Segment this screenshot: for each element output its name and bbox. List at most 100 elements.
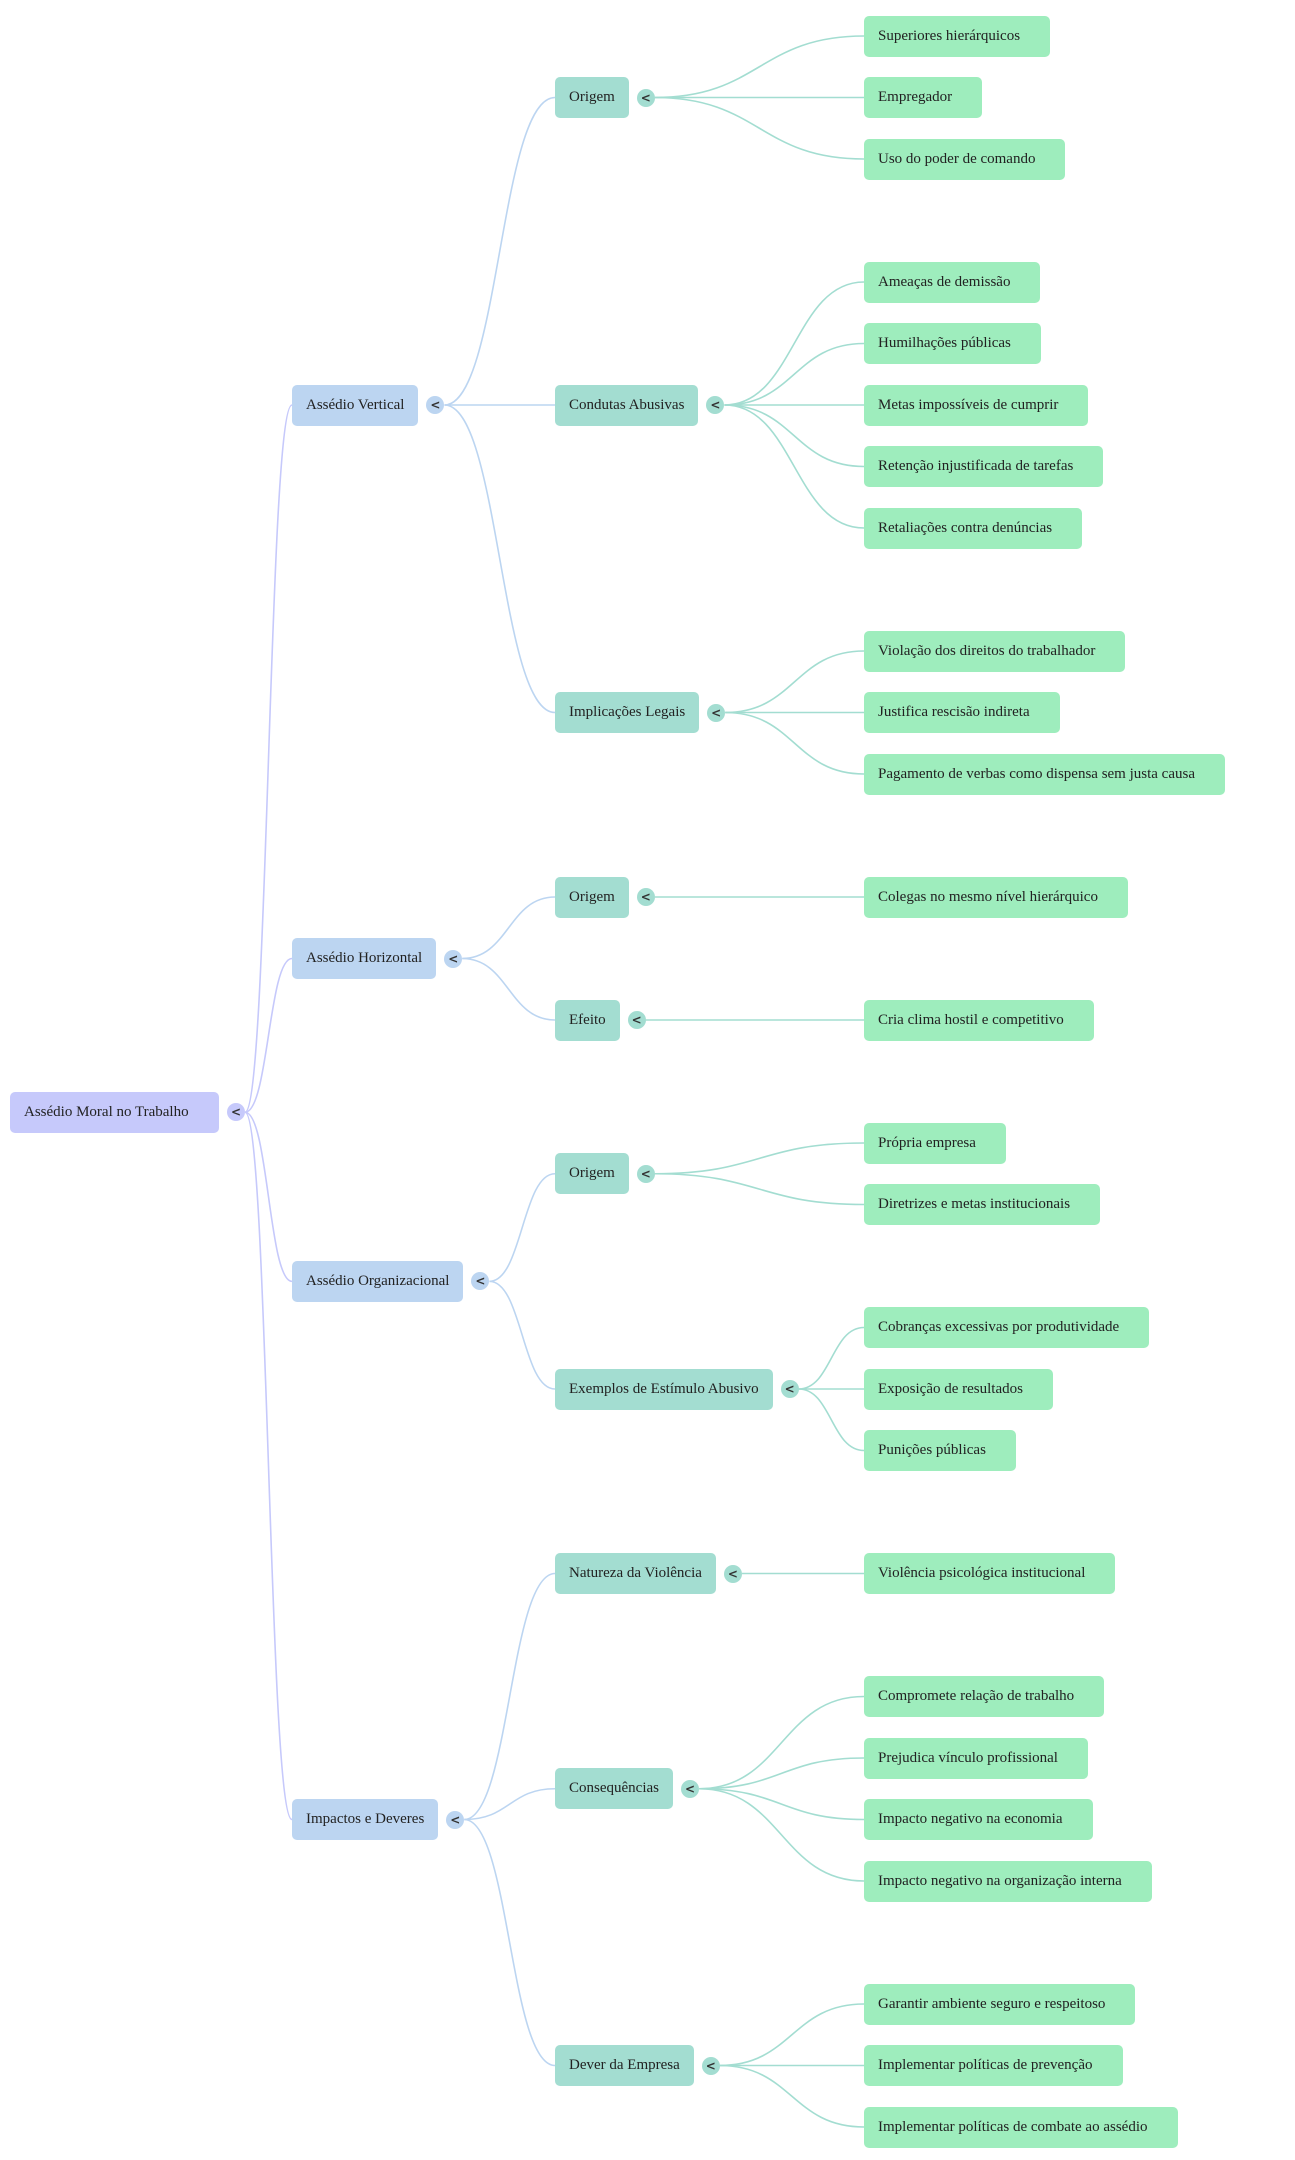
leaf-node-label: Justifica rescisão indireta	[878, 704, 1030, 720]
branch-node[interactable]: Assédio Horizontal	[292, 938, 437, 979]
leaf-node[interactable]: Cobranças excessivas por produtividade	[864, 1307, 1150, 1348]
link-topic-to-leaf	[724, 281, 865, 406]
link-branch-to-topic	[464, 1572, 556, 1821]
link-root-to-branch	[244, 404, 293, 1114]
leaf-node[interactable]: Violação dos direitos do trabalhador	[864, 630, 1126, 672]
link-topic-to-leaf	[719, 2003, 865, 2067]
link-topic-to-leaf	[725, 650, 865, 714]
link-topic-to-leaf	[698, 1695, 865, 1790]
branch-node[interactable]: Impactos e Deveres	[292, 1799, 439, 1840]
topic-node[interactable]: Efeito	[555, 999, 620, 1041]
topic-node-label: Origem	[569, 89, 615, 105]
link-topic-to-leaf	[654, 1142, 865, 1175]
leaf-node[interactable]: Compromete relação de trabalho	[864, 1676, 1105, 1717]
root-node-label: Assédio Moral no Trabalho	[24, 1103, 189, 1120]
leaf-node[interactable]: Própria empresa	[864, 1122, 1006, 1164]
link-topic-to-leaf	[698, 1757, 865, 1790]
leaf-node[interactable]: Ameaças de demissão	[864, 261, 1041, 303]
topic-node[interactable]: Dever da Empresa	[555, 2045, 694, 2086]
branch-node[interactable]: Assédio Organizacional	[292, 1260, 464, 1302]
branch-node[interactable]: Assédio Vertical	[292, 384, 419, 426]
leaf-node[interactable]: Colegas no mesmo nível hierárquico	[864, 876, 1128, 918]
topic-node[interactable]: Consequências	[555, 1768, 673, 1810]
branch-node-label: Assédio Horizontal	[306, 950, 423, 966]
leaf-node[interactable]: Implementar políticas de prevenção	[864, 2045, 1123, 2086]
leaf-node-label: Uso do poder de comando	[878, 150, 1036, 167]
link-topic-to-leaf	[698, 1787, 865, 1821]
leaf-node[interactable]: Uso do poder de comando	[864, 138, 1066, 180]
leaf-node[interactable]: Empregador	[864, 77, 983, 118]
topic-collapse-toggle[interactable]: <	[707, 703, 726, 722]
link-branch-to-topic	[489, 1280, 556, 1390]
leaf-node-label: Colegas no mesmo nível hierárquico	[878, 888, 1098, 905]
leaf-node[interactable]: Pagamento de verbas como dispensa sem ju…	[864, 753, 1225, 795]
leaf-node-label: Prejudica vínculo profissional	[878, 1749, 1058, 1766]
leaf-node-label: Impacto negativo na economia	[878, 1811, 1063, 1827]
leaf-node[interactable]: Metas impossíveis de cumprir	[864, 384, 1089, 426]
topic-node[interactable]: Condutas Abusivas	[555, 384, 699, 426]
topic-node[interactable]: Natureza da Violência	[555, 1553, 716, 1594]
link-branch-to-topic	[444, 96, 556, 406]
root-collapse-toggle[interactable]: <	[227, 1103, 245, 1122]
topic-collapse-toggle[interactable]: <	[636, 88, 655, 107]
leaf-node-label: Implementar políticas de combate ao assé…	[878, 2118, 1148, 2135]
link-topic-to-leaf	[654, 1172, 865, 1206]
leaf-node[interactable]: Violência psicológica institucional	[864, 1553, 1116, 1594]
topic-node-label: Condutas Abusivas	[569, 396, 685, 413]
topic-node[interactable]: Exemplos de Estímulo Abusivo	[555, 1368, 773, 1410]
leaf-node[interactable]: Punições públicas	[864, 1430, 1016, 1471]
leaf-node[interactable]: Justifica rescisão indireta	[864, 692, 1060, 733]
topic-node[interactable]: Origem	[555, 77, 629, 118]
topic-collapse-toggle[interactable]: <	[723, 1564, 742, 1583]
topic-node-label: Consequências	[569, 1780, 659, 1797]
topic-collapse-toggle[interactable]: <	[701, 2056, 720, 2075]
leaf-node[interactable]: Cria clima hostil e competitivo	[864, 999, 1094, 1041]
leaf-node-label: Garantir ambiente seguro e respeitoso	[878, 1995, 1106, 2012]
branch-collapse-toggle[interactable]: <	[471, 1272, 490, 1291]
leaf-node[interactable]: Superiores hierárquicos	[864, 15, 1051, 57]
leaf-node[interactable]: Prejudica vínculo profissional	[864, 1737, 1088, 1779]
topic-node[interactable]: Origem	[555, 1153, 629, 1195]
topic-node-label: Origem	[569, 888, 615, 905]
topic-node-label: Dever da Empresa	[569, 2057, 680, 2073]
leaf-node-label: Violência psicológica institucional	[878, 1565, 1086, 1581]
leaf-node[interactable]: Impacto negativo na organização interna	[864, 1860, 1152, 1902]
root-node[interactable]: Assédio Moral no Trabalho	[10, 1091, 219, 1133]
leaf-node[interactable]: Retaliações contra denúncias	[864, 507, 1083, 549]
leaf-node[interactable]: Impacto negativo na economia	[864, 1799, 1093, 1840]
leaf-node-label: Humilhações públicas	[878, 335, 1011, 351]
link-root-to-branch	[244, 957, 293, 1114]
topic-collapse-toggle[interactable]: <	[780, 1380, 799, 1398]
topic-collapse-toggle[interactable]: <	[680, 1779, 699, 1798]
leaf-node-label: Pagamento de verbas como dispensa sem ju…	[878, 765, 1195, 782]
leaf-node[interactable]: Retenção injustificada de tarefas	[864, 446, 1104, 487]
link-topic-to-leaf	[698, 1787, 865, 1882]
topic-node[interactable]: Implicações Legais	[555, 692, 700, 733]
leaf-node[interactable]: Garantir ambiente seguro e respeitoso	[864, 1983, 1136, 2025]
branch-collapse-toggle[interactable]: <	[426, 396, 445, 414]
topic-node[interactable]: Origem	[555, 876, 629, 918]
leaf-node[interactable]: Humilhações públicas	[864, 323, 1041, 364]
link-topic-to-leaf	[719, 2064, 865, 2128]
topic-collapse-toggle[interactable]: <	[627, 1011, 646, 1029]
topic-collapse-toggle[interactable]: <	[636, 1164, 655, 1183]
link-root-to-branch	[244, 1111, 293, 1283]
link-topic-to-leaf	[798, 1326, 865, 1390]
leaf-node-label: Compromete relação de trabalho	[878, 1688, 1075, 1704]
link-topic-to-leaf	[725, 711, 865, 775]
leaf-node-label: Violação dos direitos do trabalhador	[878, 642, 1096, 659]
branch-collapse-toggle[interactable]: <	[444, 949, 463, 968]
topic-collapse-toggle[interactable]: <	[636, 888, 655, 906]
link-branch-to-topic	[489, 1172, 556, 1283]
leaf-node[interactable]: Implementar políticas de combate ao assé…	[864, 2106, 1178, 2148]
branch-collapse-toggle[interactable]: <	[446, 1810, 465, 1829]
leaf-node-label: Implementar políticas de prevenção	[878, 2057, 1093, 2073]
leaf-node[interactable]: Exposição de resultados	[864, 1368, 1053, 1410]
topic-node-label: Efeito	[569, 1011, 606, 1028]
topic-collapse-toggle[interactable]: <	[706, 396, 725, 414]
leaf-node[interactable]: Diretrizes e metas institucionais	[864, 1184, 1101, 1225]
topic-node-label: Implicações Legais	[569, 704, 686, 720]
leaf-node-label: Empregador	[878, 89, 953, 105]
leaf-node-label: Ameaças de demissão	[878, 273, 1011, 290]
